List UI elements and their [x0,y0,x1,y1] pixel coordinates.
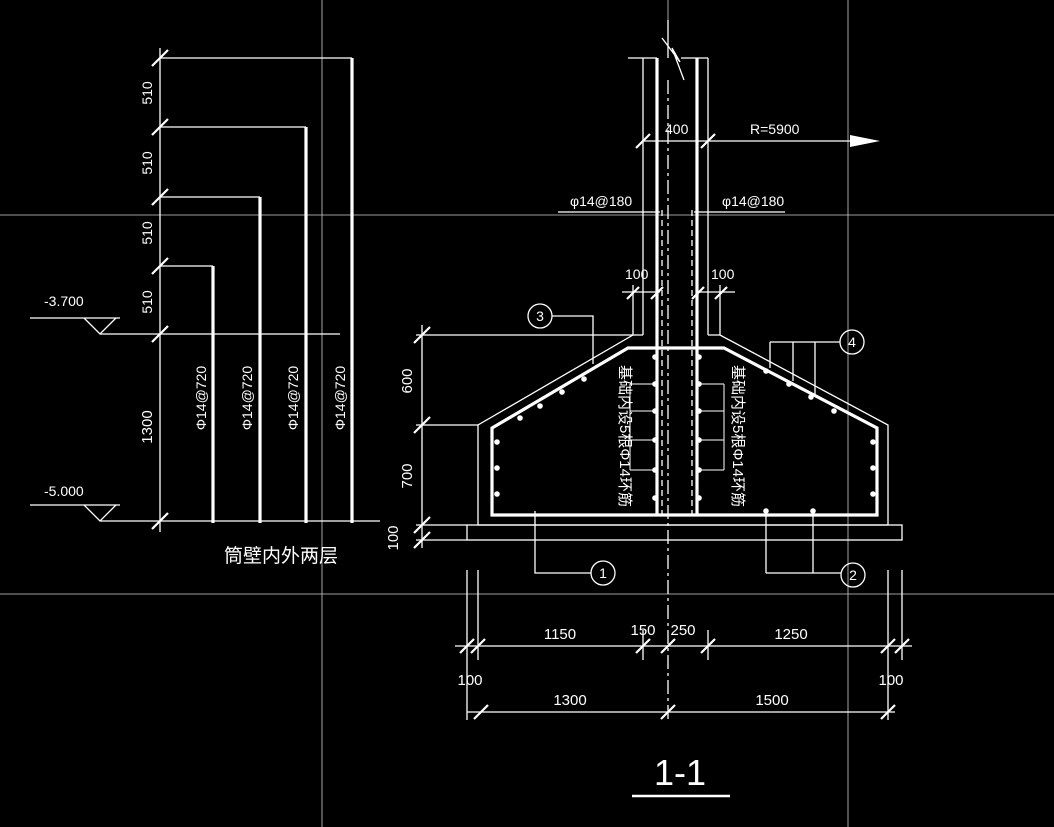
segment-dim-1: 510 [139,81,155,105]
rebar-label-2: Φ14@720 [239,366,255,431]
left-dimension-chain: 510 510 510 510 1300 [139,48,169,532]
foundation-outline [466,334,903,541]
callout-3: 3 [527,303,594,364]
dim-100-left: 100 [457,672,482,689]
height-100-label: 100 [385,525,402,550]
elevation-bottom-label: -5.000 [44,483,84,499]
segment-dim-3: 510 [139,221,155,245]
rebar-label-3: Φ14@720 [285,366,301,431]
radius-label: R=5900 [750,121,800,137]
dim-1500: 1500 [755,692,788,709]
height-dimension-chain: 600 700 100 [385,325,633,551]
wall-rebar-right: φ14@180 [722,193,784,209]
dim-1150: 1150 [544,626,576,643]
callout-2: 2 [765,511,866,588]
dim-150: 150 [630,622,655,639]
rebar-label-1: Φ14@720 [193,366,209,431]
cover-left-label: 100 [625,266,649,282]
dim-250: 250 [670,622,695,639]
callout-2-number: 2 [849,567,857,583]
dim-1300-bottom: 1300 [553,692,586,709]
elevation-marker-top: -3.700 [30,293,340,335]
cover-right-label: 100 [711,266,735,282]
section-title: 1-1 [632,752,730,798]
callout-4-number: 4 [848,334,856,350]
dim-1300-left: 1300 [139,410,156,443]
wall-rebar-labels: φ14@180 φ14@180 [558,193,785,213]
wall-width-dimension: 400 R=5900 [635,121,880,149]
foundation-reinforcement: 基础内设5根Φ14环筋 基础内设5根Φ14环筋 [490,346,879,517]
elevation-top-label: -3.700 [44,293,84,309]
section-1-1: 400 R=5900 φ14@180 φ14@180 100 100 [385,20,912,798]
elevation-marker-bottom: -5.000 [30,483,380,522]
height-600-label: 600 [399,368,416,393]
height-700-label: 700 [399,463,416,488]
callout-4: 4 [769,329,865,394]
staggered-rebars: Φ14@720 Φ14@720 Φ14@720 Φ14@720 [193,58,354,523]
ring-note-left: 基础内设5根Φ14环筋 [616,365,633,507]
callout-3-number: 3 [536,308,544,324]
dim-1250: 1250 [774,626,807,643]
cover-dimensions: 100 100 [622,266,735,335]
callout-1: 1 [534,511,616,586]
left-detail-caption: 筒壁内外两层 [224,545,338,567]
dim-100-right: 100 [878,672,903,689]
wall-rebar-left: φ14@180 [570,193,632,209]
section-title-text: 1-1 [654,752,706,793]
wall-width-label: 400 [665,121,689,137]
callout-1-number: 1 [599,565,607,581]
rebar-label-4: Φ14@720 [332,366,348,431]
bottom-dimensions: 1150 150 250 1250 100 1300 1500 100 [455,570,912,720]
segment-dim-2: 510 [139,151,155,175]
left-rebar-detail: -3.700 -5.000 510 510 510 510 1300 [30,48,380,567]
ring-note-right: 基础内设5根Φ14环筋 [729,365,746,507]
segment-dim-4: 510 [139,290,155,314]
